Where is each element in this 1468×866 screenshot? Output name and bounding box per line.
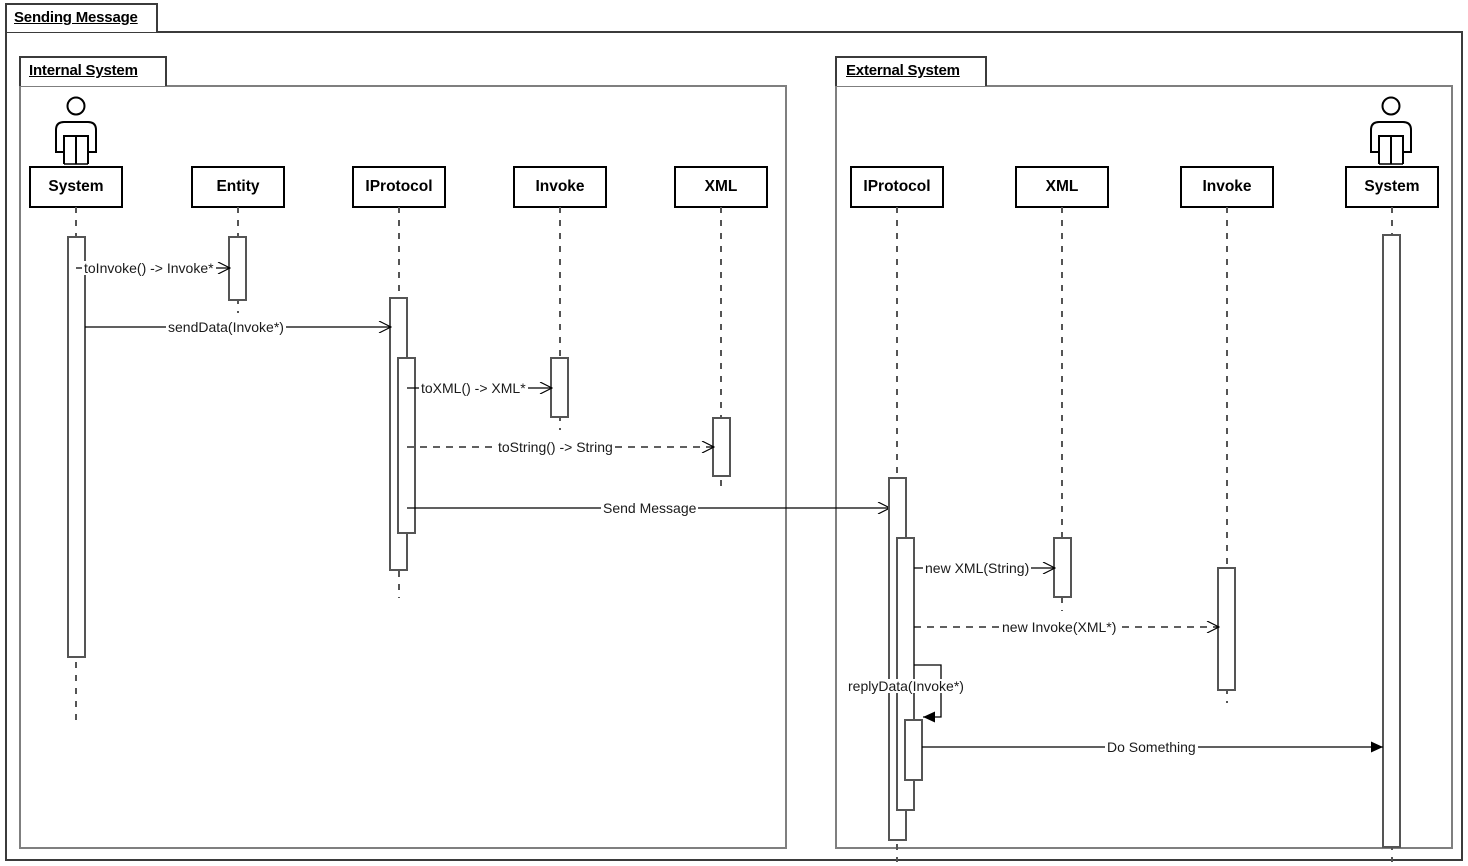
- lifeline-head-boxes-internal: [29, 166, 768, 208]
- activation-int-iprotocol-2: [397, 357, 416, 534]
- activation-int-entity: [228, 236, 247, 301]
- activation-ext-xml: [1053, 537, 1072, 598]
- activation-ext-iprotocol-3: [904, 719, 923, 781]
- lifelines-external: [896, 207, 1393, 862]
- lifeline-label-int-invoke[interactable]: Invoke: [535, 178, 585, 195]
- lifeline-label-int-system[interactable]: System: [48, 178, 104, 195]
- lifeline-label-int-entity[interactable]: Entity: [216, 178, 260, 195]
- partition-frame-internal: [19, 56, 787, 849]
- activation-bars-external: [888, 234, 1401, 848]
- frame-title: Sending Message: [14, 9, 138, 26]
- lifeline-label-int-iprotocol[interactable]: IProtocol: [365, 178, 433, 195]
- activation-int-xml: [712, 417, 731, 477]
- message-label-m6: new XML(String): [923, 560, 1032, 576]
- message-label-m5: Send Message: [601, 500, 699, 516]
- message-label-m9: Do Something: [1105, 739, 1198, 755]
- messages-external: [914, 568, 1383, 753]
- lifeline-label-ext-invoke[interactable]: Invoke: [1202, 178, 1252, 195]
- activation-int-system: [67, 236, 86, 658]
- partition-frame-external: [835, 56, 1453, 849]
- message-label-m1: toInvoke() -> Invoke*: [82, 260, 216, 276]
- lifeline-label-ext-system[interactable]: System: [1364, 178, 1420, 195]
- message-label-m7: new Invoke(XML*): [1000, 619, 1119, 635]
- activation-bars-internal: [67, 236, 731, 658]
- message-label-m8: replyData(Invoke*): [846, 678, 966, 694]
- actor-icon-int-system: [55, 96, 97, 165]
- partition-title-external: External System: [846, 62, 960, 79]
- actor-icon-ext-system: [1370, 96, 1412, 165]
- outer-frame: [5, 3, 1463, 861]
- lifeline-head-boxes-external: [850, 166, 1439, 208]
- lifeline-label-int-xml[interactable]: XML: [704, 178, 738, 195]
- activation-ext-system: [1382, 234, 1401, 848]
- activation-ext-invoke: [1217, 567, 1236, 691]
- message-label-m2: sendData(Invoke*): [166, 319, 286, 335]
- message-label-m4: toString() -> String: [496, 439, 615, 455]
- lifeline-label-ext-xml[interactable]: XML: [1045, 178, 1079, 195]
- lifeline-label-ext-iprotocol[interactable]: IProtocol: [863, 178, 931, 195]
- partition-title-internal: Internal System: [29, 62, 138, 79]
- message-label-m3: toXML() -> XML*: [419, 380, 528, 396]
- activation-int-invoke: [550, 357, 569, 418]
